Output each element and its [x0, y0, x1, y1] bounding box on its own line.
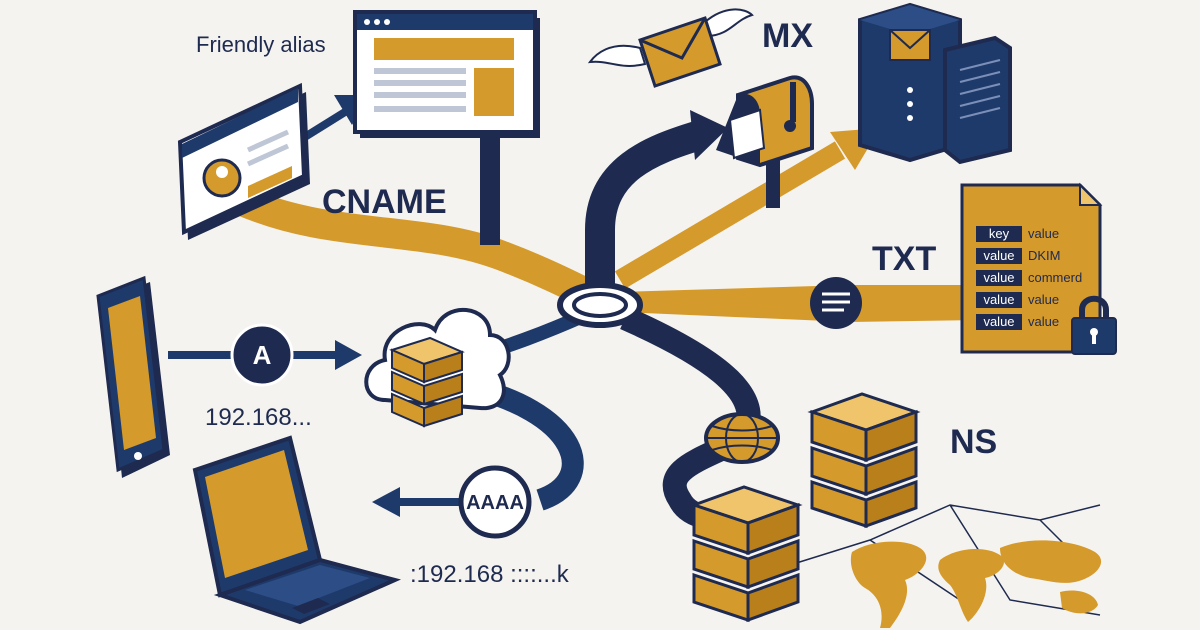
- ns-label: NS: [950, 423, 997, 461]
- txt-row-value: value: [1028, 314, 1059, 329]
- txt-row-value: value: [1028, 292, 1059, 307]
- a-record-badge: A: [230, 323, 294, 387]
- hub-node: [557, 282, 643, 328]
- a-badge-label: A: [253, 340, 272, 370]
- txt-row-key-chip: [976, 314, 1022, 330]
- list-icon: [810, 277, 862, 329]
- ns-server-stack-upper: [807, 392, 921, 529]
- smartphone-icon: [96, 275, 170, 478]
- txt-row-key-chip: [976, 248, 1022, 264]
- txt-row-key-chip: [976, 270, 1022, 286]
- friendly-alias-label: Friendly alias: [196, 32, 326, 57]
- server-units: [389, 336, 465, 428]
- aaaa-laptop-arrowhead: [372, 487, 400, 517]
- aaaa-record-badge: AAAA: [458, 465, 532, 539]
- cloud-server-icon: [364, 307, 511, 428]
- ns-network-lines: [789, 504, 1101, 616]
- laptop-icon: [192, 435, 402, 625]
- txt-row-key-chip: [976, 292, 1022, 308]
- txt-row-key: key: [989, 226, 1010, 241]
- txt-label: TXT: [872, 240, 936, 278]
- aaaa-badge-label: AAAA: [466, 492, 524, 514]
- txt-row-key: value: [983, 292, 1014, 307]
- txt-row-value: DKIM: [1028, 248, 1061, 263]
- mail-server-icon: [858, 2, 1012, 165]
- txt-path: [620, 285, 980, 322]
- browser-stand: [480, 132, 500, 245]
- mail-wings-icon: [587, 8, 754, 88]
- mx-label: MX: [762, 17, 813, 55]
- cname-label: CNAME: [322, 183, 447, 221]
- txt-row-key-chip: [976, 226, 1022, 242]
- cname-path: [225, 185, 615, 315]
- txt-row-value: commerd: [1028, 270, 1082, 285]
- mailbox-icon: [716, 75, 814, 208]
- browser-window-icon: [353, 10, 540, 245]
- txt-row-key: value: [983, 270, 1014, 285]
- world-map-icon: [850, 540, 1102, 628]
- connection-paths: [168, 95, 1101, 616]
- mx-gold-path: [614, 141, 846, 289]
- ipv6-label: :192.168 ::::...k: [410, 561, 570, 588]
- globe-icon: [704, 412, 780, 464]
- padlock-icon: [1071, 295, 1117, 355]
- profile-card-icon: [177, 82, 310, 240]
- ipv4-label: 192.168...: [205, 404, 312, 431]
- txt-row-key: value: [983, 248, 1014, 263]
- txt-row-value: value: [1028, 226, 1059, 241]
- mx-navy-path: [585, 120, 705, 305]
- mx-navy-arrowhead: [690, 110, 728, 160]
- txt-row-key: value: [983, 314, 1014, 329]
- server-stack-icon: [689, 392, 921, 623]
- a-cloud-arrowhead: [335, 340, 362, 370]
- ns-server-stack-lower: [689, 485, 803, 623]
